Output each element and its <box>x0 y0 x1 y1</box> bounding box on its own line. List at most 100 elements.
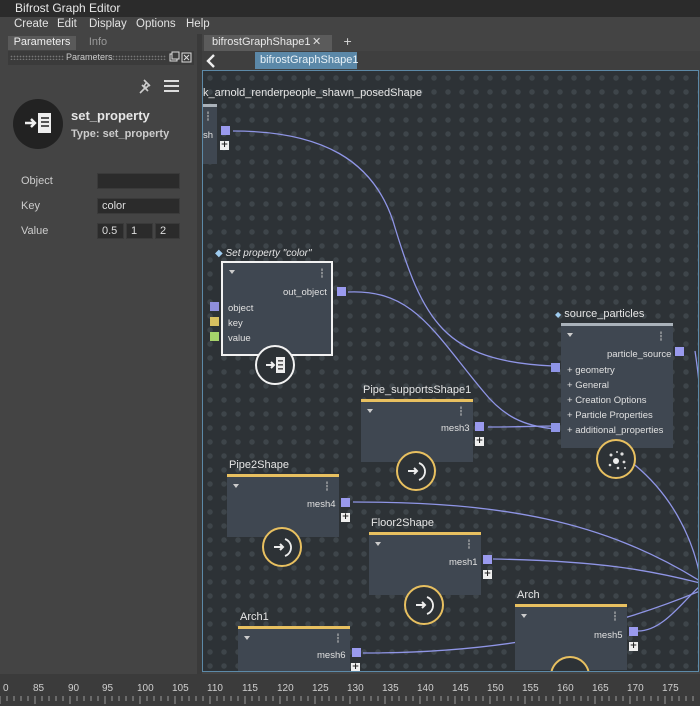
collapse-triangle-icon[interactable] <box>367 409 373 413</box>
key-port[interactable] <box>210 317 219 326</box>
port-value-label: value <box>228 333 251 344</box>
add-port-icon[interactable]: + <box>341 512 350 522</box>
drag-grip[interactable] <box>10 55 64 60</box>
node-menu-icon[interactable] <box>468 539 470 549</box>
collapse-triangle-icon[interactable] <box>567 333 573 337</box>
mesh3-port[interactable] <box>475 422 484 431</box>
tick-label: 145 <box>452 683 469 694</box>
float-panel-icon[interactable] <box>169 51 180 62</box>
port-mesh1-label: mesh1 <box>449 557 478 568</box>
wire-particle-source <box>694 350 698 381</box>
tick-label: 170 <box>627 683 644 694</box>
collapse-triangle-icon[interactable] <box>244 636 250 640</box>
mesh-badge <box>404 585 444 625</box>
node-menu-icon[interactable] <box>337 633 339 643</box>
object-field[interactable] <box>97 173 180 189</box>
node-floor2[interactable]: mesh1 <box>369 532 481 595</box>
node-pin-icon: ◆ <box>215 248 223 259</box>
tick-label: 110 <box>207 683 223 694</box>
value-port[interactable] <box>210 332 219 341</box>
node-source-particles[interactable]: particle_source + geometry + General + C… <box>561 323 673 448</box>
object-port[interactable] <box>210 302 219 311</box>
node-title-pipe-supports: Pipe_supportsShape1 <box>363 384 472 396</box>
tick-label: 175 <box>662 683 679 694</box>
node-menu-icon[interactable] <box>207 111 209 121</box>
node-pipe2[interactable]: mesh4 <box>227 474 339 537</box>
drag-grip[interactable] <box>112 55 166 60</box>
tab-parameters[interactable]: Parameters <box>8 36 76 50</box>
menu-display[interactable]: Display <box>89 18 127 30</box>
tick-label: 115 <box>242 683 258 694</box>
node-set-property[interactable]: out_object object key value <box>221 261 333 356</box>
mesh4-port[interactable] <box>341 498 350 507</box>
add-port-icon[interactable]: + <box>483 569 492 579</box>
ruler-ticks <box>0 696 694 704</box>
pin-icon[interactable] <box>136 77 156 97</box>
menu-help[interactable]: Help <box>186 18 210 30</box>
node-title-text: Set property "color" <box>225 248 312 259</box>
object-label: Object <box>21 175 53 187</box>
node-menu-icon[interactable] <box>660 331 662 341</box>
tick-label: 95 <box>102 683 114 694</box>
value-x-field[interactable]: 0.5 <box>97 223 124 239</box>
mesh6-port[interactable] <box>352 648 361 657</box>
node-arnold[interactable]: sh <box>203 104 217 164</box>
value-label: Value <box>21 225 49 237</box>
node-title-pipe2: Pipe2Shape <box>229 459 289 471</box>
set-property-icon <box>266 357 285 373</box>
port-mesh3-label: mesh3 <box>441 423 470 434</box>
tab-label: bifrostGraphShape1 <box>212 36 311 48</box>
mesh-icon <box>416 596 434 615</box>
port-out-object-label: out_object <box>283 287 327 298</box>
panel-splitter[interactable] <box>197 34 202 674</box>
key-field[interactable]: color <box>97 198 180 214</box>
node-menu-icon[interactable] <box>321 268 323 278</box>
collapse-triangle-icon[interactable] <box>521 614 527 618</box>
add-port-icon[interactable]: + <box>351 662 360 672</box>
value-z-field[interactable]: 2 <box>155 223 180 239</box>
additional-properties-port[interactable] <box>551 423 560 432</box>
tab-info[interactable]: Info <box>88 36 108 48</box>
collapse-triangle-icon[interactable] <box>229 270 235 274</box>
hamburger-menu-icon[interactable] <box>163 77 183 97</box>
close-tab-icon[interactable]: ✕ <box>312 36 322 48</box>
mesh5-port[interactable] <box>629 627 638 636</box>
node-menu-icon[interactable] <box>326 481 328 491</box>
geometry-port[interactable] <box>551 363 560 372</box>
particle-source-port[interactable] <box>675 347 684 356</box>
wire-mesh5 <box>637 586 698 632</box>
panel-header-icons <box>169 51 192 63</box>
mesh1-port[interactable] <box>483 555 492 564</box>
tick-label: 130 <box>347 683 364 694</box>
set-property-badge <box>255 345 295 385</box>
menu-edit[interactable]: Edit <box>57 18 77 30</box>
tick-label: 105 <box>172 683 189 694</box>
tab-bifrost-graph[interactable]: bifrostGraphShape1 ✕ <box>204 35 332 51</box>
node-pin-icon: ◆ <box>555 310 562 319</box>
port-additional-properties-label: + additional_properties <box>567 425 664 436</box>
node-title-text: source_particles <box>564 308 645 320</box>
collapse-triangle-icon[interactable] <box>233 484 239 488</box>
value-y-field[interactable]: 1 <box>126 223 153 239</box>
node-menu-icon[interactable] <box>614 611 616 621</box>
port-particle-properties-text: Particle Properties <box>575 410 653 421</box>
menu-options[interactable]: Options <box>136 18 176 30</box>
node-menu-icon[interactable] <box>460 406 462 416</box>
close-panel-icon[interactable] <box>181 52 192 63</box>
graph-canvas[interactable]: k_arnold_renderpeople_shawn_posedShape s… <box>202 70 699 672</box>
out-object-port[interactable] <box>337 287 346 296</box>
mesh-badge <box>396 451 436 491</box>
tick-label: 155 <box>522 683 539 694</box>
add-port-icon[interactable]: + <box>220 140 229 150</box>
node-arch1[interactable]: mesh6 <box>238 626 350 671</box>
breadcrumb[interactable]: bifrostGraphShape1 <box>255 52 358 69</box>
add-tab-button[interactable]: + <box>343 35 353 48</box>
back-arrow-icon[interactable] <box>204 53 220 69</box>
menu-create[interactable]: Create <box>14 18 49 30</box>
add-port-icon[interactable]: + <box>475 436 484 446</box>
wire-particles-out <box>622 455 698 571</box>
add-port-icon[interactable]: + <box>629 641 638 651</box>
collapse-triangle-icon[interactable] <box>375 542 381 546</box>
output-port[interactable] <box>221 126 230 135</box>
